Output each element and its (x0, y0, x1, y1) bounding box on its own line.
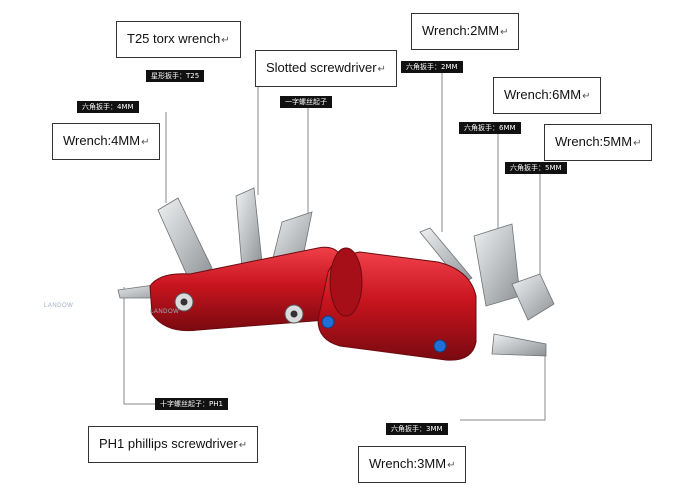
watermark-2: LANDOW (150, 309, 180, 315)
hex-4mm-bit (157, 197, 213, 283)
label-ph1-text: PH1 phillips screwdriver (99, 436, 238, 451)
tag-wrench-3mm: 六角扳手：3MM (386, 423, 448, 435)
center-pivot (329, 247, 363, 317)
label-wrench-4mm: Wrench:4MM↵ (52, 123, 161, 160)
tag-wrench-2mm: 六角扳手：2MM (401, 61, 463, 73)
label-wrench2-text: Wrench:2MM (422, 23, 500, 38)
tag-wrench-4mm: 六角扳手：4MM (77, 101, 139, 113)
label-wrench6-text: Wrench:6MM (504, 87, 582, 102)
screw-blue-1 (321, 315, 335, 329)
label-wrench-3mm: Wrench:3MM↵ (358, 446, 467, 483)
leader-lines (123, 52, 546, 421)
label-t25-torx: T25 torx wrench↵ (116, 21, 241, 58)
label-wrench-2mm: Wrench:2MM↵ (411, 13, 520, 50)
tool-body (149, 246, 477, 361)
tag-wrench-5mm: 六角扳手：5MM (505, 162, 567, 174)
tag-wrench-6mm: 六角扳手：6MM (459, 122, 521, 134)
hex-3mm-tip (491, 333, 547, 357)
label-wrench5-text: Wrench:5MM (555, 134, 633, 149)
label-t25-text: T25 torx wrench (127, 31, 221, 46)
label-slotted: Slotted screwdriver↵ (255, 50, 397, 87)
tag-t25: 星形扳手：T25 (146, 70, 205, 82)
watermark: LANDOW (44, 303, 74, 309)
hex-5mm-bit (511, 273, 555, 321)
label-wrench4-text: Wrench:4MM (63, 133, 141, 148)
label-slotted-text: Slotted screwdriver (266, 60, 377, 75)
tag-ph1: 十字螺丝起子：PH1 (155, 398, 228, 410)
screw-blue-2 (433, 339, 447, 353)
screws (174, 292, 447, 353)
hex-6mm-bit (473, 223, 521, 307)
label-wrench-5mm: Wrench:5MM↵ (544, 124, 653, 161)
label-ph1-phillips: PH1 phillips screwdriver↵ (88, 426, 259, 463)
label-wrench-6mm: Wrench:6MM↵ (493, 77, 602, 114)
torx-t25-bit (235, 187, 263, 269)
label-wrench3-text: Wrench:3MM (369, 456, 447, 471)
tag-slotted: 一字螺丝起子 (280, 96, 332, 108)
